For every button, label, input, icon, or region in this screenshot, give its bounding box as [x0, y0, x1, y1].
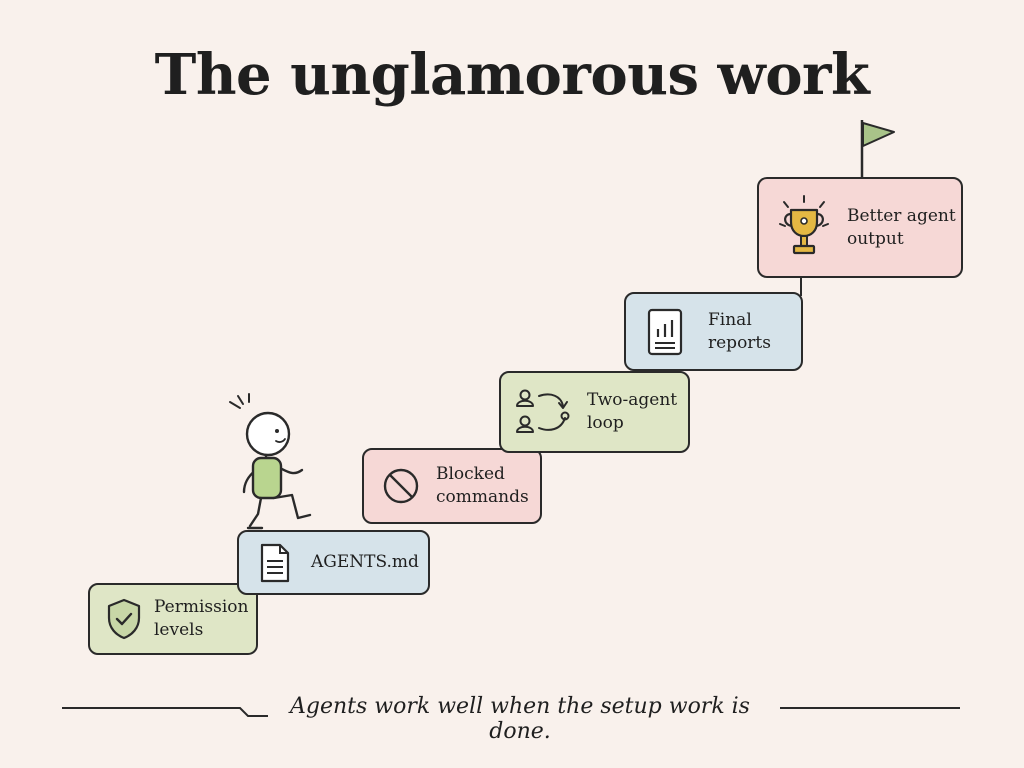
step-label: Blocked commands [436, 464, 529, 507]
step-permission-levels: Permission levels [88, 583, 258, 655]
shield-check-icon [102, 597, 146, 641]
two-agent-loop-icon [513, 386, 573, 438]
report-chart-icon [644, 307, 686, 357]
step-label: AGENTS.md [311, 552, 419, 572]
blocked-icon [380, 466, 422, 506]
document-icon [255, 542, 295, 584]
step-label: Better agent output [847, 205, 956, 249]
step-agents-md: AGENTS.md [237, 530, 430, 595]
page-title: The unglamorous work [154, 42, 870, 108]
step-label: Final reports [708, 309, 771, 353]
step-label: Two-agent loop [587, 390, 678, 433]
step-final-reports: Final reports [624, 292, 803, 371]
tagline: Agents work well when the setup work is … [290, 694, 750, 744]
trophy-icon [775, 192, 833, 264]
step-two-agent-loop: Two-agent loop [499, 371, 690, 453]
step-label: Permission levels [154, 597, 249, 640]
step-blocked-commands: Blocked commands [362, 448, 542, 524]
step-better-agent-output: Better agent output [757, 177, 963, 278]
